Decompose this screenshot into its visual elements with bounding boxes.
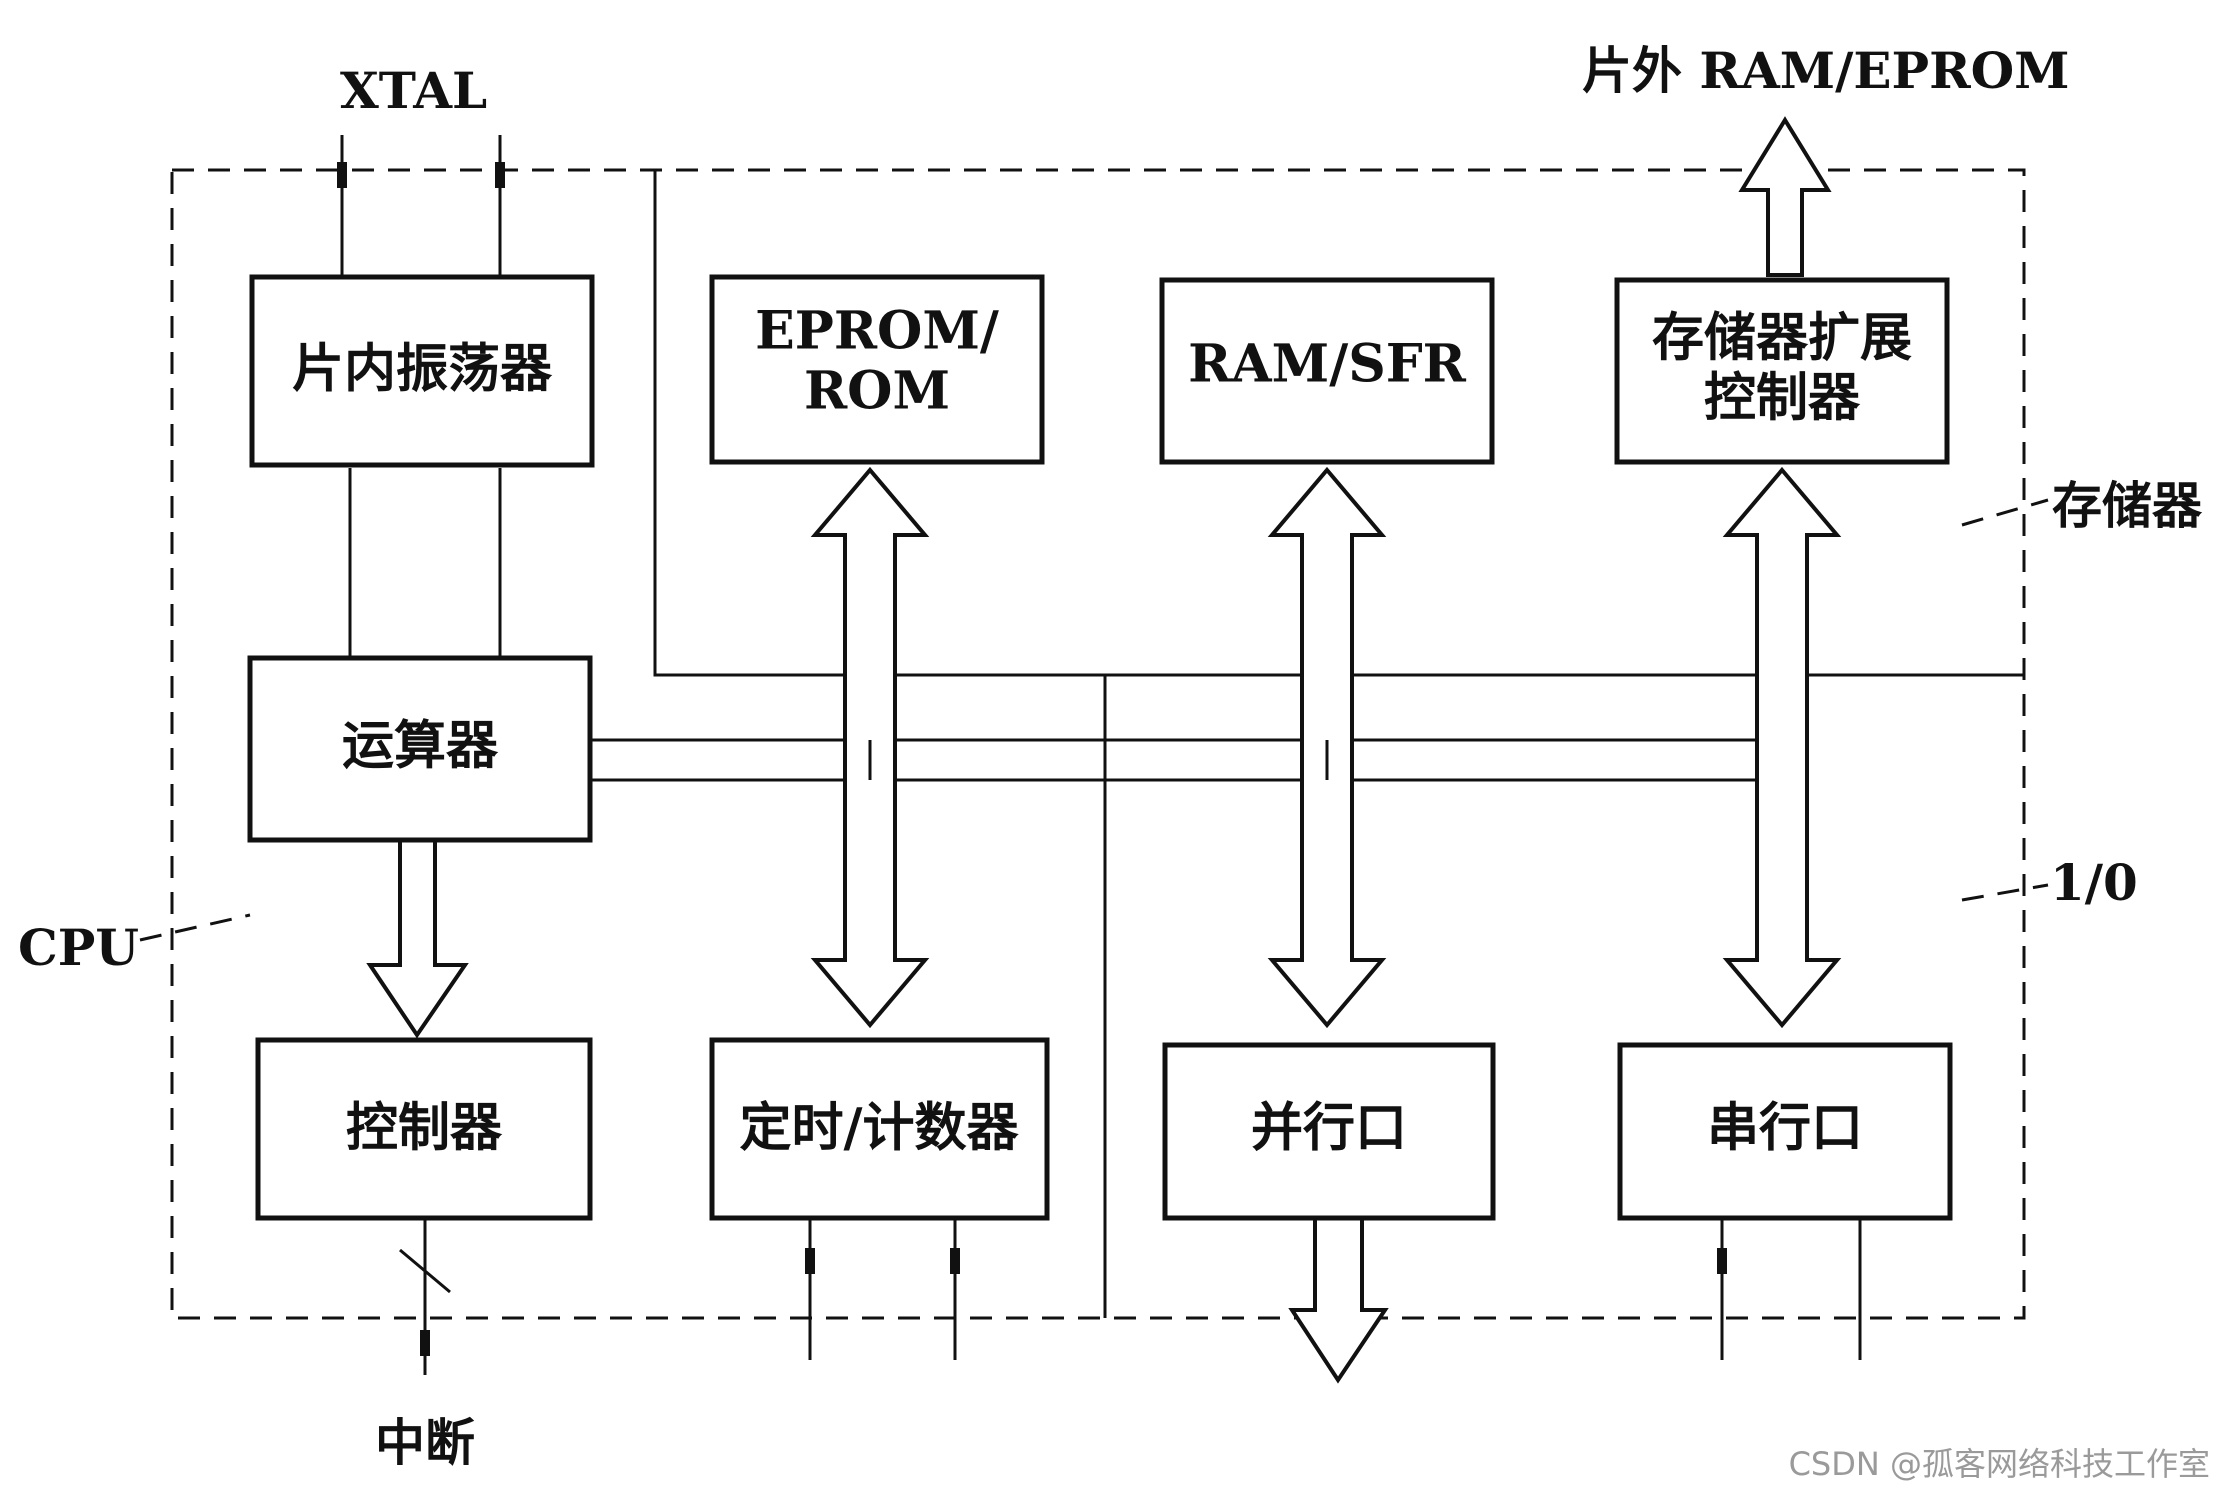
io-region-label: 1/0 xyxy=(2050,853,2138,912)
alu-box: 运算器 xyxy=(247,655,593,843)
serial-port-label: 串行口 xyxy=(1707,1098,1863,1159)
cpu-leader xyxy=(139,913,251,942)
alu-label: 运算器 xyxy=(342,716,499,777)
timer-counter-box: 定时/计数器 xyxy=(709,1037,1050,1221)
mem-ctrl-label-line1: 存储器扩展 xyxy=(1652,308,1912,369)
parallel-out-arrow xyxy=(1288,1216,1389,1384)
eprom-rom-label-line1: EPROM/ xyxy=(755,301,999,362)
ram-sfr-box: RAM/SFR xyxy=(1159,277,1495,465)
chip-boundary xyxy=(170,168,2026,1320)
xtal-label: XTAL xyxy=(340,61,487,120)
ram-sfr-label: RAM/SFR xyxy=(1188,334,1467,395)
alu-controller-arrow xyxy=(366,838,469,1039)
interrupt-label: 中断 xyxy=(375,1413,475,1472)
interrupt-slash xyxy=(399,1248,451,1294)
oscillator-box: 片内振荡器 xyxy=(249,274,595,468)
timer-label: 定时/计数器 xyxy=(740,1098,1020,1159)
timer-pin-2-mark xyxy=(950,1248,960,1274)
controller-label: 控制器 xyxy=(346,1098,503,1159)
serial-port-box: 串行口 xyxy=(1617,1042,1953,1221)
xtal-pin-1-mark xyxy=(337,162,347,188)
external-memory-label: 片外 RAM/EPROM xyxy=(1582,41,2070,100)
timer-pin-1-mark xyxy=(805,1248,815,1274)
parallel-port-label: 并行口 xyxy=(1251,1098,1407,1159)
oscillator-label: 片内振荡器 xyxy=(292,339,553,400)
eprom-rom-label-line2: ROM xyxy=(804,361,950,422)
serial-pin-1-mark xyxy=(1717,1248,1727,1274)
memory-expansion-controller-box: 存储器扩展 控制器 xyxy=(1614,277,1950,465)
watermark-text: CSDN @孤客网络科技工作室 xyxy=(1789,1445,2210,1483)
mem-ctrl-label-line2: 控制器 xyxy=(1704,368,1861,429)
memory-leader xyxy=(1961,498,2049,527)
memory-region-outline xyxy=(653,170,2024,677)
cpu-region-label: CPU xyxy=(18,918,139,977)
controller-box: 控制器 xyxy=(255,1037,593,1221)
external-mem-arrow xyxy=(1738,116,1832,277)
memory-region-label: 存储器 xyxy=(2052,476,2203,535)
io-leader xyxy=(1961,883,2049,902)
parallel-port-box: 并行口 xyxy=(1162,1042,1496,1221)
eprom-rom-box: EPROM/ ROM xyxy=(709,274,1045,465)
memctrl-bus-arrow xyxy=(1722,466,1842,1029)
interrupt-pin-mark xyxy=(420,1330,430,1356)
xtal-pin-2-mark xyxy=(495,162,505,188)
